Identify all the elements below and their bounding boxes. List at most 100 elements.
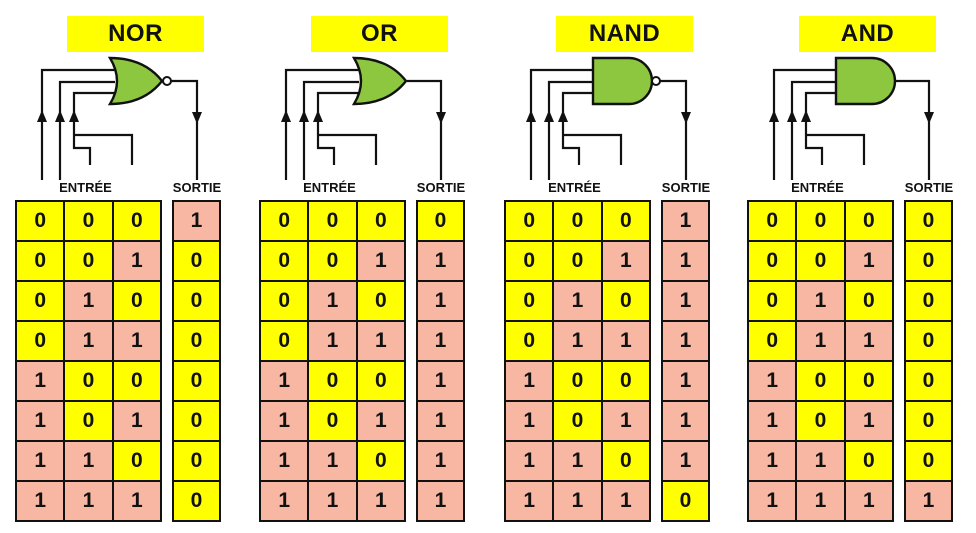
output-cell: 0	[663, 482, 708, 520]
input-cell: 0	[795, 402, 844, 440]
input-cell: 0	[749, 322, 796, 360]
input-cell: 1	[506, 402, 553, 440]
gate-symbol-or	[37, 56, 202, 180]
input-wire	[547, 80, 604, 180]
output-cell: 1	[663, 402, 708, 440]
input-cell: 0	[63, 362, 112, 400]
inverter-bubble-icon	[162, 76, 172, 86]
output-header: SORTIE	[172, 180, 222, 195]
output-cell: 1	[418, 322, 463, 360]
input-header: ENTRÉE	[791, 180, 844, 195]
output-cell: 1	[663, 242, 708, 280]
inverter-bubble-icon	[651, 76, 661, 86]
output-cell: 0	[174, 402, 219, 440]
input-wire	[804, 135, 824, 165]
up-arrow-icon	[801, 110, 811, 122]
input-cell: 1	[307, 482, 356, 520]
output-cell: 1	[906, 482, 951, 520]
input-cell: 1	[17, 442, 64, 480]
input-cell: 1	[17, 402, 64, 440]
input-wire	[72, 135, 92, 165]
table-row: 1	[663, 400, 708, 440]
input-cell: 1	[307, 442, 356, 480]
down-arrow-icon	[924, 112, 934, 124]
input-cell: 0	[17, 242, 64, 280]
input-cell: 0	[795, 242, 844, 280]
table-row: 1	[418, 240, 463, 280]
input-cell: 1	[355, 242, 404, 280]
table-row: 0	[906, 440, 951, 480]
table-row: 0	[174, 440, 219, 480]
output-header: SORTIE	[661, 180, 711, 195]
input-cell: 0	[506, 282, 553, 320]
input-cell: 0	[307, 362, 356, 400]
input-cell: 0	[506, 202, 553, 240]
input-cell: 0	[111, 202, 160, 240]
input-cell: 1	[749, 362, 796, 400]
input-cell: 1	[261, 402, 308, 440]
input-cell: 0	[552, 362, 601, 400]
input-wire	[284, 68, 359, 180]
input-cell: 1	[307, 282, 356, 320]
input-wire	[58, 80, 115, 180]
input-cell: 1	[506, 362, 553, 400]
input-header: ENTRÉE	[548, 180, 601, 195]
output-cell: 0	[906, 242, 951, 280]
input-header: ENTRÉE	[303, 180, 356, 195]
table-row: 0	[906, 280, 951, 320]
input-cell: 1	[749, 442, 796, 480]
table-row: 0	[174, 480, 219, 520]
input-cell: 0	[17, 322, 64, 360]
table-row: 1	[663, 360, 708, 400]
gate-body	[834, 56, 897, 106]
input-wire	[772, 68, 847, 180]
input-cell: 1	[795, 322, 844, 360]
input-cell: 1	[111, 482, 160, 520]
input-cell: 1	[355, 482, 404, 520]
input-cell: 1	[843, 242, 892, 280]
output-cell: 0	[906, 322, 951, 360]
input-cell: 1	[111, 242, 160, 280]
gate-symbol-or	[281, 56, 446, 180]
input-cell: 0	[552, 242, 601, 280]
gate-symbol-and	[769, 56, 934, 180]
table-row: 1	[663, 280, 708, 320]
input-cell: 1	[17, 482, 64, 520]
table-row: 0	[906, 320, 951, 360]
input-cell: 1	[600, 322, 649, 360]
input-cell: 1	[355, 322, 404, 360]
input-wire	[790, 80, 847, 180]
input-cell: 0	[355, 282, 404, 320]
input-wire	[806, 133, 866, 165]
input-cell: 1	[552, 322, 601, 360]
output-cell: 1	[418, 242, 463, 280]
up-arrow-icon	[69, 110, 79, 122]
input-cell: 1	[307, 322, 356, 360]
input-cell: 0	[307, 402, 356, 440]
input-cell: 0	[749, 242, 796, 280]
input-cell: 0	[261, 202, 308, 240]
table-row: 1	[418, 480, 463, 520]
output-cell: 1	[663, 442, 708, 480]
down-arrow-icon	[192, 112, 202, 124]
table-row: 1	[418, 360, 463, 400]
